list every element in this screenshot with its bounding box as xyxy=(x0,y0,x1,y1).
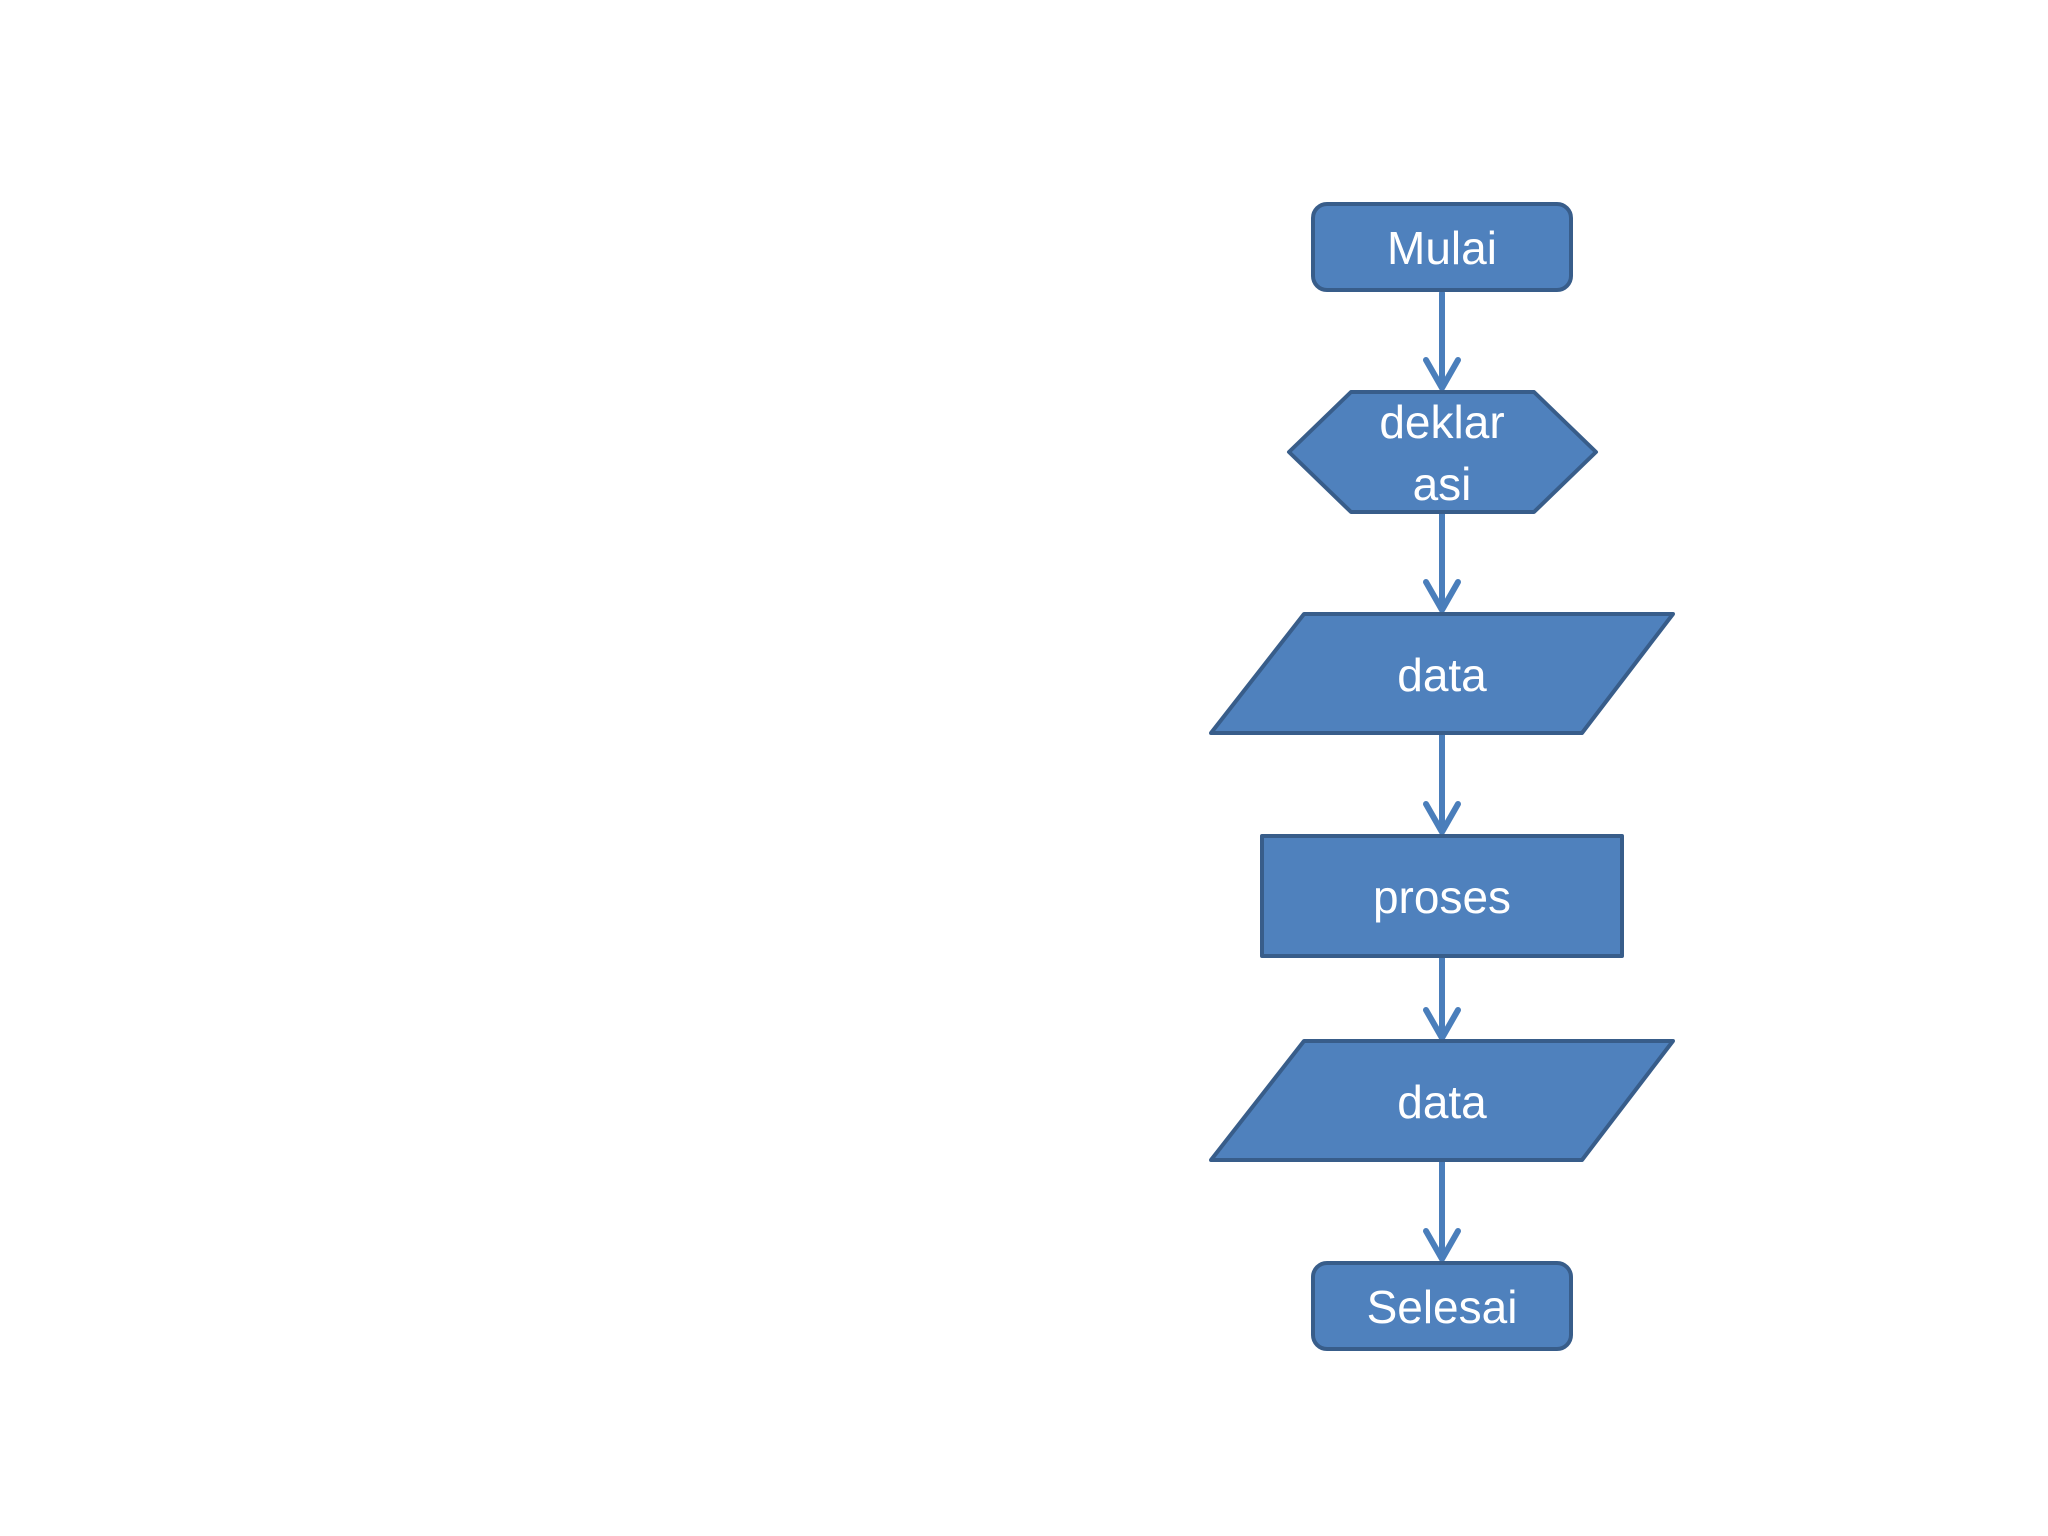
input-data-node: data xyxy=(1209,612,1675,735)
process-node-label: proses xyxy=(1373,871,1511,923)
input-data-node-label: data xyxy=(1397,649,1487,701)
declaration-node: deklar asi xyxy=(1287,390,1598,514)
output-data-node: data xyxy=(1209,1039,1675,1162)
declaration-node-label-line-1: deklar xyxy=(1379,396,1504,448)
start-node: Mulai xyxy=(1311,202,1573,292)
flowchart-connectors xyxy=(1423,290,1461,1262)
arrow-process-to-output xyxy=(1423,954,1461,1041)
arrow-start-to-declaration xyxy=(1423,290,1461,391)
end-node: Selesai xyxy=(1311,1261,1573,1351)
start-node-label: Mulai xyxy=(1387,222,1497,274)
arrow-input-to-process xyxy=(1423,731,1461,835)
arrow-output-to-end xyxy=(1423,1158,1461,1262)
declaration-node-label-line-2: asi xyxy=(1413,458,1472,510)
output-data-node-label: data xyxy=(1397,1076,1487,1128)
arrow-declaration-to-input xyxy=(1423,510,1461,613)
end-node-label: Selesai xyxy=(1367,1281,1518,1333)
process-node: proses xyxy=(1260,834,1624,958)
